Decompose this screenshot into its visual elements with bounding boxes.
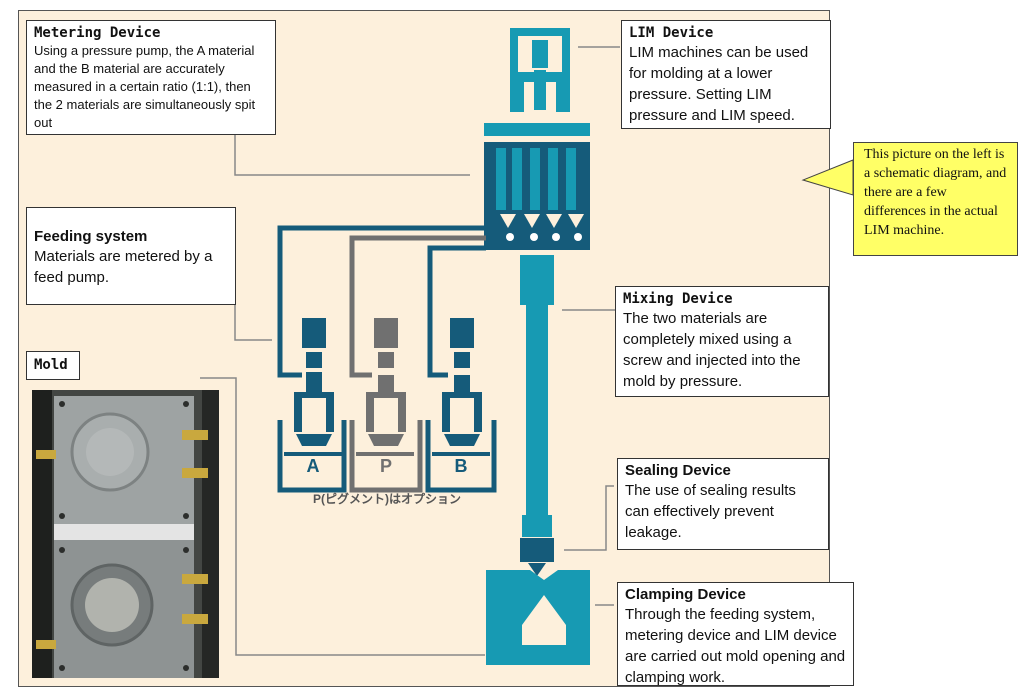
sealing-device-shape xyxy=(520,538,554,576)
mixing-device-shape xyxy=(520,255,554,537)
feeding-system-text: Materials are metered by a feed pump. xyxy=(34,248,213,286)
pump-b xyxy=(425,318,497,493)
pump-a xyxy=(277,318,347,493)
schematic-note: This picture on the left is a schematic … xyxy=(853,142,1018,256)
tank-label-a: A xyxy=(307,456,320,476)
lim-device-text: LIM machines can be used for molding at … xyxy=(629,44,809,124)
clamping-device-box: Clamping Device Through the feeding syst… xyxy=(617,582,854,686)
leader-sealing xyxy=(564,485,614,551)
clamping-device-title: Clamping Device xyxy=(625,586,746,603)
mixing-device-title: Mixing Device xyxy=(623,291,733,307)
feeding-system-box: Feeding system Materials are metered by … xyxy=(26,207,236,305)
metering-device-text: Using a pressure pump, the A material an… xyxy=(34,43,256,130)
pump-p xyxy=(349,318,423,493)
note-pointer xyxy=(801,159,854,196)
tank-label-b: B xyxy=(455,456,468,476)
leader-metering xyxy=(234,135,470,176)
sealing-device-text: The use of sealing results can effective… xyxy=(625,482,796,541)
clamping-device-shape xyxy=(486,570,590,665)
lim-device-title: LIM Device xyxy=(629,25,714,41)
feeding-system-title: Feeding system xyxy=(34,228,148,245)
lim-device-box: LIM Device LIM machines can be used for … xyxy=(621,20,831,129)
feed-line-a xyxy=(277,225,486,378)
leader-feeding xyxy=(234,300,272,341)
metering-device-title: Metering Device xyxy=(34,25,161,41)
metering-device-shape xyxy=(484,142,590,250)
feed-line-p xyxy=(349,235,486,378)
clamping-device-text: Through the feeding system, metering dev… xyxy=(625,606,846,686)
lim-device-shape xyxy=(484,28,590,136)
mold-title: Mold xyxy=(34,357,68,373)
mixing-device-text: The two materials are completely mixed u… xyxy=(623,310,801,390)
feed-lines xyxy=(277,225,486,378)
sealing-device-box: Sealing Device The use of sealing result… xyxy=(617,458,829,550)
feed-line-b xyxy=(427,245,486,378)
leader-lines xyxy=(200,46,620,656)
leader-mold xyxy=(200,377,485,656)
tank-label-p: P xyxy=(380,456,392,476)
metering-device-box: Metering Device Using a pressure pump, t… xyxy=(26,20,276,135)
mold-photo xyxy=(32,390,219,678)
mold-box: Mold xyxy=(26,351,80,380)
pigment-option-note: P(ピグメント)はオプション xyxy=(313,492,461,506)
sealing-device-title: Sealing Device xyxy=(625,462,731,479)
mixing-device-box: Mixing Device The two materials are comp… xyxy=(615,286,829,397)
